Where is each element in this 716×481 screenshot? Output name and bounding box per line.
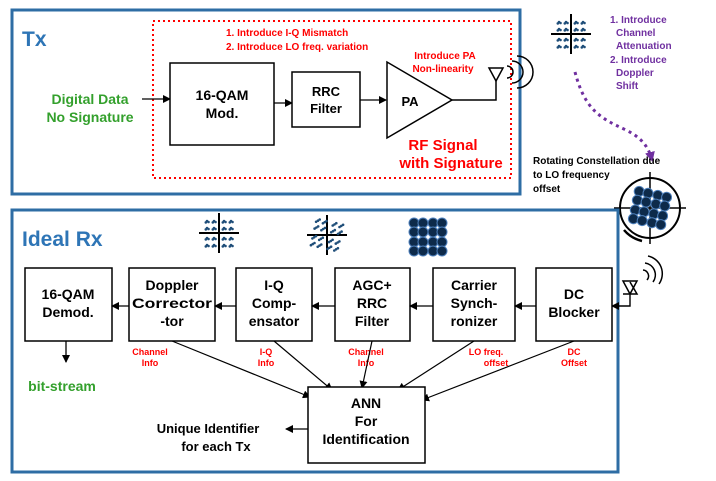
pa-output-line [452,80,497,101]
dc-label-2: Blocker [548,304,600,320]
rotating-constellation-icon [614,172,686,244]
channel-note-line-3: Attenuation [616,41,672,52]
qam-mod-label-1: 16-QAM [196,87,249,103]
ann-label-1: ANN [351,395,381,411]
lo-info-label-2: offset [484,358,509,368]
pa-note-line-1: Introduce PA [414,51,475,62]
channel-note-line-6: Shift [616,81,639,92]
carrier-constellation-icon [408,217,448,257]
qam-demod-label-1: 16-QAM [42,286,95,302]
carrier-label-2: Synch- [451,295,498,311]
rrc-filter-block [291,71,361,128]
iq-label-3: ensator [249,313,300,329]
channel-info-label-1: Channel [132,347,168,357]
tx-input-label-1: Digital Data [51,91,128,107]
rx-antenna-feed [611,294,631,310]
tx-title: Tx [22,28,47,51]
qam-mod-label-2: Mod. [206,105,239,121]
tx-input-label-2: No Signature [46,109,133,125]
agc-info-arrow [359,340,373,389]
agc-label-2: RRC [357,295,387,311]
rrc-label-2: Filter [310,101,342,116]
dc-info-arrow [421,340,575,402]
rf-output-label-1: RF Signal [408,137,477,154]
rx-title: Ideal Rx [22,228,103,251]
rotating-note-line-3: offset [533,184,561,195]
doppler-label-3: -tor [160,313,184,329]
agc-info-label-2: Info [358,358,375,368]
qam-mod-block [169,62,275,146]
lo-variation-note: 2. Introduce LO freq. variation [226,42,368,53]
doppler-label-1: Doppler [146,277,199,293]
rx-antenna-icon [621,255,663,296]
iq-compensator-block [235,267,313,342]
carrier-label-3: ronizer [451,313,498,329]
iq-info-label-1: I-Q [260,347,273,357]
channel-note-line-5: Doppler [616,68,654,79]
channel-arrow [573,71,655,162]
carrier-label-1: Carrier [451,277,497,293]
pa-note-line-2: Non-linearity [412,64,474,75]
iq-label-1: I-Q [264,277,284,293]
unique-id-label-2: for each Tx [181,439,251,454]
bitstream-label: bit-stream [28,378,96,394]
agc-label-1: AGC+ [352,277,391,293]
dc-info-label-1: DC [568,347,581,357]
pa-amplifier [386,60,454,140]
agc-info-label-1: Channel [348,347,384,357]
qam-demod-block [24,267,113,342]
unique-id-label-1: Unique Identifier [157,421,260,436]
tx-frame [10,8,522,196]
received-constellation-icon [551,14,591,54]
ann-block [307,386,426,464]
agc-label-3: Filter [355,313,390,329]
dc-label-1: DC [564,286,584,302]
channel-note-line-2: Channel [616,28,656,39]
rotating-note-line-2: to LO frequency [533,170,610,181]
lo-info-label-1: LO freq. [469,347,504,357]
iq-constellation-icon [199,213,239,253]
ann-label-3: Identification [322,431,409,447]
channel-note-line-4: 2. Introduce [610,55,667,66]
rx-frame [10,208,620,474]
pa-label: PA [401,94,419,109]
iq-info-label-2: Info [258,358,275,368]
iq-mismatch-note: 1. Introduce I-Q Mismatch [226,28,348,39]
rf-output-label-2: with Signature [398,155,502,172]
qam-demod-label-2: Demod. [42,304,93,320]
doppler-label-2: Corrector [132,295,213,311]
carrier-info-arrow [397,340,475,391]
carrier-sync-block [432,267,516,342]
agc-constellation-icon [307,215,347,255]
channel-note-line-1: 1. Introduce [610,15,667,26]
ann-label-2: For [355,413,378,429]
tx-antenna-icon [487,55,534,89]
iq-label-2: Comp- [252,295,297,311]
channel-info-label-2: Info [142,358,159,368]
rotating-note-line-1: Rotating Constellation due [533,156,661,167]
iq-info-arrow [273,340,333,391]
rrc-label-1: RRC [312,84,341,99]
dc-info-label-2: Offset [561,358,587,368]
doppler-info-arrow [171,340,311,399]
